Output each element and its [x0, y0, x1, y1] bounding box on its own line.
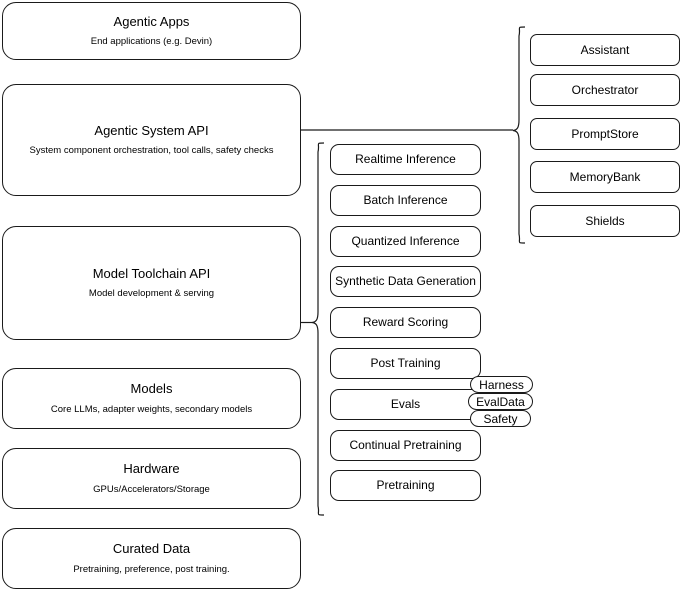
component-orchestrator[interactable]: Orchestrator [530, 74, 680, 106]
bracket-toolchain-capabilities [311, 142, 325, 516]
layer-title: Models [130, 381, 173, 397]
component-label: MemoryBank [569, 169, 641, 184]
layer-hardware[interactable]: Hardware GPUs/Accelerators/Storage [2, 448, 301, 509]
capability-label: Pretraining [376, 478, 435, 492]
layer-title: Agentic System API [94, 122, 209, 138]
capability-evals[interactable]: Evals [330, 389, 481, 420]
component-assistant[interactable]: Assistant [530, 34, 680, 66]
capability-quantized-inference[interactable]: Quantized Inference [330, 226, 481, 257]
evals-tag-label: Safety [483, 411, 518, 426]
capability-label: Synthetic Data Generation [335, 274, 476, 288]
layer-model-toolchain-api[interactable]: Model Toolchain API Model development & … [2, 226, 301, 340]
component-label: Shields [585, 213, 625, 228]
evals-tag-safety[interactable]: Safety [470, 410, 531, 427]
component-promptstore[interactable]: PromptStore [530, 118, 680, 150]
layer-agentic-apps[interactable]: Agentic Apps End applications (e.g. Devi… [2, 2, 301, 60]
component-shields[interactable]: Shields [530, 205, 680, 237]
layer-agentic-system-api[interactable]: Agentic System API System component orch… [2, 84, 301, 196]
capability-label: Batch Inference [363, 193, 448, 207]
capability-label: Evals [390, 397, 421, 411]
layer-subtitle: Core LLMs, adapter weights, secondary mo… [50, 403, 253, 415]
component-label: Assistant [580, 42, 630, 57]
capability-label: Post Training [370, 356, 441, 370]
layer-models[interactable]: Models Core LLMs, adapter weights, secon… [2, 368, 301, 429]
capability-continual-pretraining[interactable]: Continual Pretraining [330, 430, 481, 461]
evals-tag-label: Harness [479, 377, 524, 392]
capability-label: Realtime Inference [355, 152, 456, 166]
capability-post-training[interactable]: Post Training [330, 348, 481, 379]
capability-label: Continual Pretraining [349, 438, 462, 452]
component-label: PromptStore [571, 126, 639, 141]
layer-title: Hardware [123, 461, 180, 477]
component-label: Orchestrator [571, 82, 639, 97]
evals-tag-harness[interactable]: Harness [470, 376, 533, 393]
bracket-system-components [512, 26, 526, 244]
layer-title: Agentic Apps [113, 13, 190, 29]
capability-synthetic-data-generation[interactable]: Synthetic Data Generation [330, 266, 481, 297]
layer-subtitle: Pretraining, preference, post training. [73, 563, 230, 575]
evals-tag-evaldata[interactable]: EvalData [468, 393, 533, 410]
layer-title: Curated Data [112, 541, 191, 557]
layer-subtitle: System component orchestration, tool cal… [29, 145, 274, 157]
capability-label: Quantized Inference [351, 234, 460, 248]
component-memorybank[interactable]: MemoryBank [530, 161, 680, 193]
layer-subtitle: GPUs/Accelerators/Storage [93, 483, 210, 495]
layer-curated-data[interactable]: Curated Data Pretraining, preference, po… [2, 528, 301, 589]
evals-tag-label: EvalData [476, 394, 525, 409]
layer-title: Model Toolchain API [92, 265, 211, 281]
capability-realtime-inference[interactable]: Realtime Inference [330, 144, 481, 175]
layer-subtitle: Model development & serving [88, 288, 215, 300]
capability-pretraining[interactable]: Pretraining [330, 470, 481, 501]
capability-label: Reward Scoring [362, 315, 449, 329]
layer-subtitle: End applications (e.g. Devin) [90, 36, 213, 48]
capability-batch-inference[interactable]: Batch Inference [330, 185, 481, 216]
capability-reward-scoring[interactable]: Reward Scoring [330, 307, 481, 338]
